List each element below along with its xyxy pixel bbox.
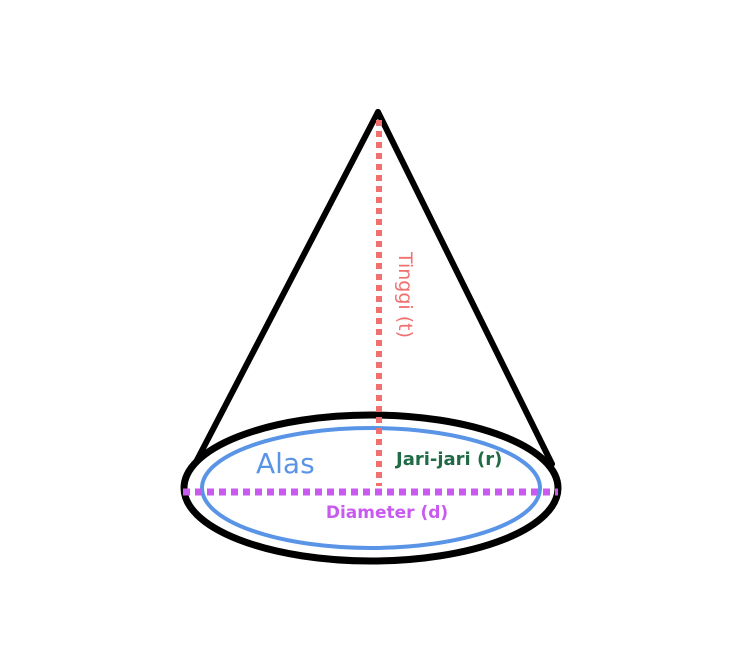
radius-label: Jari-jari (r) bbox=[394, 449, 502, 470]
height-label: Tinggi (t) bbox=[394, 251, 416, 338]
base-label: Alas bbox=[256, 447, 315, 480]
diameter-label: Diameter (d) bbox=[326, 503, 448, 523]
cone-base-outline bbox=[180, 411, 562, 565]
cone-left-side bbox=[193, 109, 381, 465]
cone-right-side bbox=[375, 109, 555, 467]
base-area-ellipse bbox=[200, 426, 542, 550]
